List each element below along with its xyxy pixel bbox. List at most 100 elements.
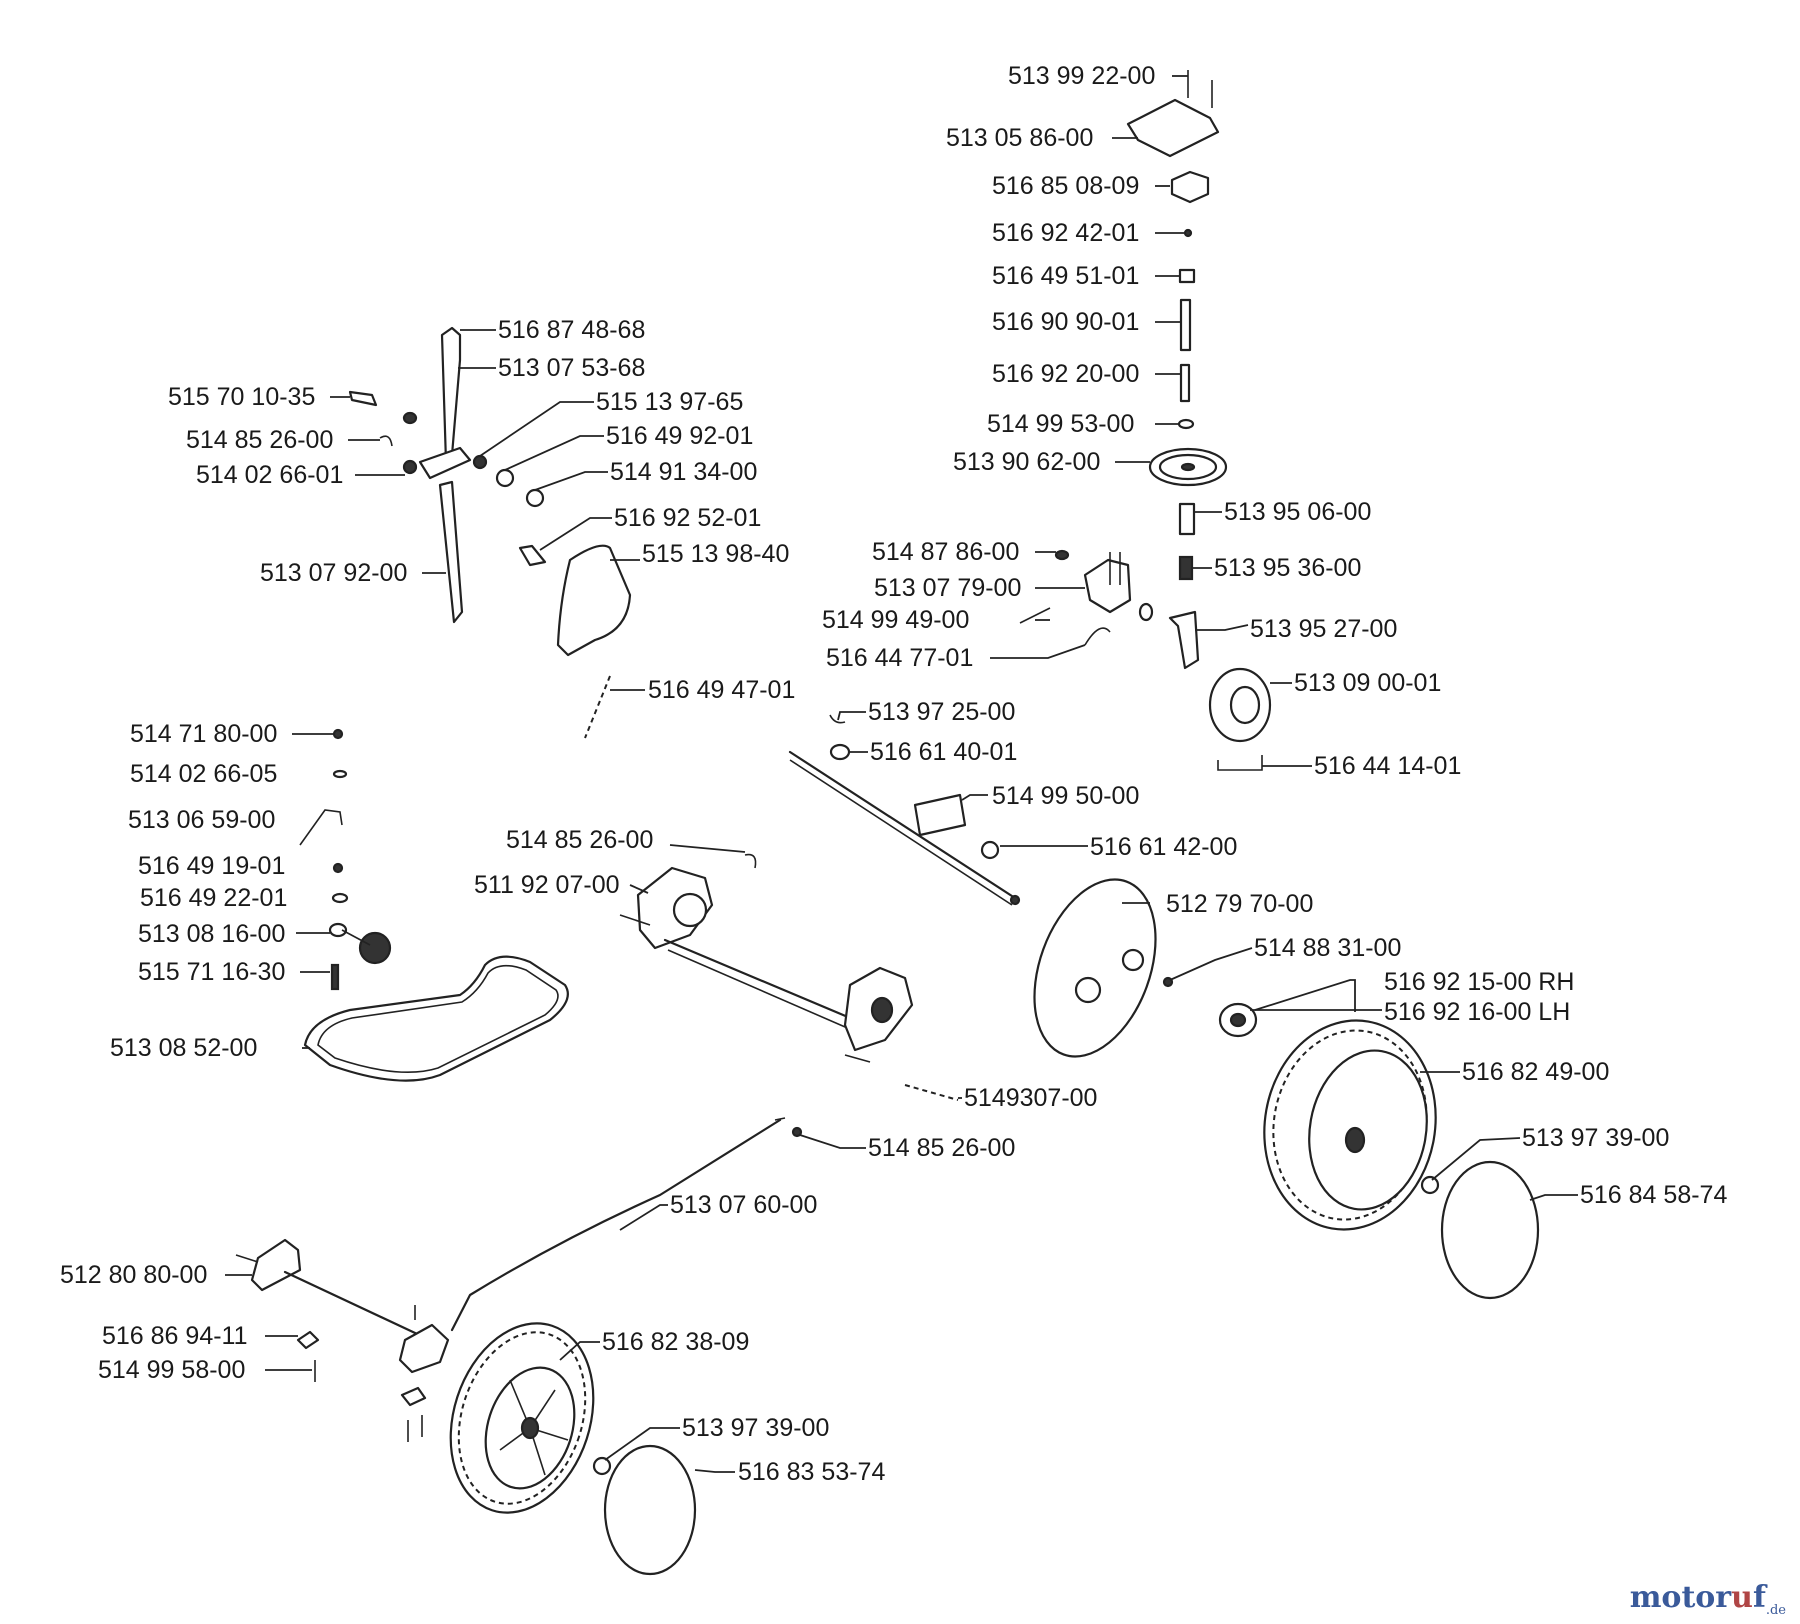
clip-mid bbox=[744, 853, 757, 869]
spring-small bbox=[1178, 555, 1194, 581]
label-p01: 513 99 22-00 bbox=[1008, 62, 1155, 90]
washer-small bbox=[1177, 418, 1195, 430]
label-p19: 516 87 48-68 bbox=[498, 316, 645, 344]
label-p04: 516 92 42-01 bbox=[992, 219, 1139, 247]
top-bolts bbox=[1187, 70, 1213, 108]
pulley bbox=[1148, 447, 1228, 487]
label-p53: 516 84 58-74 bbox=[1580, 1181, 1727, 1209]
label-p40: 511 92 07-00 bbox=[474, 871, 620, 899]
clip-b bbox=[379, 435, 393, 447]
label-p39: 516 49 19-01 bbox=[138, 852, 285, 880]
label-p54: 513 07 60-00 bbox=[670, 1191, 817, 1219]
label-p29: 513 07 92-00 bbox=[260, 559, 407, 587]
label-p27: 516 92 52-01 bbox=[614, 504, 761, 532]
label-p49: 516 82 49-00 bbox=[1462, 1058, 1609, 1086]
block-part bbox=[1170, 170, 1210, 204]
label-p18: 516 44 14-01 bbox=[1314, 752, 1461, 780]
label-p33: 514 71 80-00 bbox=[130, 720, 277, 748]
clip-lower-1 bbox=[296, 1330, 320, 1350]
label-p51: 513 97 39-00 bbox=[1522, 1124, 1669, 1152]
label-p13: 513 07 79-00 bbox=[874, 574, 1021, 602]
label-p50: 5149307-00 bbox=[964, 1084, 1097, 1112]
label-p14: 514 99 49-00 bbox=[822, 606, 969, 634]
small-pin bbox=[1183, 228, 1193, 238]
watermark-rest: f bbox=[1752, 1580, 1766, 1615]
label-p44: 514 88 31-00 bbox=[1254, 934, 1401, 962]
label-p56: 516 86 94-11 bbox=[102, 1322, 248, 1350]
label-p34: 514 02 66-05 bbox=[130, 760, 277, 788]
label-p09: 513 90 62-00 bbox=[953, 448, 1100, 476]
label-p43: 513 08 16-00 bbox=[138, 920, 285, 948]
label-p47: 516 92 16-00 LH bbox=[1384, 998, 1570, 1026]
hubcap-ring-l bbox=[603, 1444, 697, 1576]
tensioner bbox=[328, 922, 392, 965]
washer-small-2 bbox=[332, 769, 348, 779]
label-p07: 516 92 20-00 bbox=[992, 360, 1139, 388]
label-p38: 514 85 26-00 bbox=[506, 826, 653, 854]
drive-belt bbox=[303, 955, 569, 1082]
pin-hook bbox=[1217, 755, 1263, 771]
label-p20: 513 07 53-68 bbox=[498, 354, 645, 382]
bracket-l bbox=[1168, 610, 1200, 670]
bracket-plate bbox=[1126, 98, 1220, 158]
hub-cap bbox=[1218, 1002, 1258, 1038]
axle-assembly bbox=[619, 866, 914, 1063]
wheel-left bbox=[449, 1322, 595, 1514]
label-p36: 513 06 59-00 bbox=[128, 806, 275, 834]
label-p59: 513 97 39-00 bbox=[682, 1414, 829, 1442]
bolt-vert bbox=[330, 963, 340, 991]
label-p46: 516 92 15-00 RH bbox=[1384, 968, 1574, 996]
clip-part bbox=[1084, 627, 1111, 646]
pin-part bbox=[1179, 363, 1191, 403]
label-p30: 516 49 47-01 bbox=[648, 676, 795, 704]
label-p15: 516 44 77-01 bbox=[826, 644, 973, 672]
nut-a bbox=[495, 468, 515, 488]
nut-small-3 bbox=[332, 862, 344, 874]
label-p21: 515 70 10-35 bbox=[168, 383, 315, 411]
label-p05: 516 49 51-01 bbox=[992, 262, 1139, 290]
hubcap-ring-r bbox=[1440, 1160, 1540, 1300]
washer-c bbox=[402, 459, 418, 475]
watermark-accent: u bbox=[1731, 1580, 1753, 1615]
label-p11: 513 95 36-00 bbox=[1214, 554, 1361, 582]
height-lever bbox=[235, 1238, 450, 1374]
label-p25: 514 02 66-01 bbox=[196, 461, 343, 489]
label-p24: 516 49 92-01 bbox=[606, 422, 753, 450]
nut-l bbox=[592, 1456, 612, 1476]
nut-b bbox=[525, 488, 545, 508]
label-p41: 516 49 22-01 bbox=[140, 884, 287, 912]
washer-a bbox=[1054, 549, 1070, 561]
bolt-b bbox=[518, 544, 547, 567]
label-p10: 513 95 06-00 bbox=[1224, 498, 1371, 526]
pin-diag bbox=[1019, 607, 1051, 624]
leader-lines bbox=[225, 75, 1578, 1473]
watermark-logo: motoruf.de bbox=[1630, 1580, 1786, 1618]
washer-b bbox=[1138, 602, 1154, 622]
label-p57: 514 99 58-00 bbox=[98, 1356, 245, 1384]
label-p42: 512 79 70-00 bbox=[1166, 890, 1313, 918]
nut-part bbox=[1178, 268, 1196, 284]
label-p31: 513 97 25-00 bbox=[868, 698, 1015, 726]
wheel-hub bbox=[1208, 667, 1272, 743]
nut-small-1 bbox=[332, 728, 344, 740]
label-p22: 515 13 97-65 bbox=[596, 388, 743, 416]
cover-disc bbox=[1033, 878, 1157, 1058]
watermark-tld: .de bbox=[1765, 1603, 1786, 1618]
label-p03: 516 85 08-09 bbox=[992, 172, 1139, 200]
long-bolt bbox=[1179, 298, 1192, 352]
hook-part bbox=[299, 809, 343, 846]
label-p35: 514 99 50-00 bbox=[992, 782, 1139, 810]
label-p48: 513 08 52-00 bbox=[110, 1034, 257, 1062]
spring-short bbox=[904, 1084, 959, 1101]
clip-rod bbox=[791, 1126, 803, 1138]
label-p08: 514 99 53-00 bbox=[987, 410, 1134, 438]
label-p02: 513 05 86-00 bbox=[946, 124, 1093, 152]
shaft bbox=[788, 714, 1021, 906]
washer-d bbox=[472, 454, 488, 470]
watermark-main: motor bbox=[1629, 1580, 1732, 1615]
label-p52: 514 85 26-00 bbox=[868, 1134, 1015, 1162]
spring-long bbox=[584, 675, 611, 739]
lever-plate bbox=[556, 544, 632, 657]
label-p58: 516 82 38-09 bbox=[602, 1328, 749, 1356]
